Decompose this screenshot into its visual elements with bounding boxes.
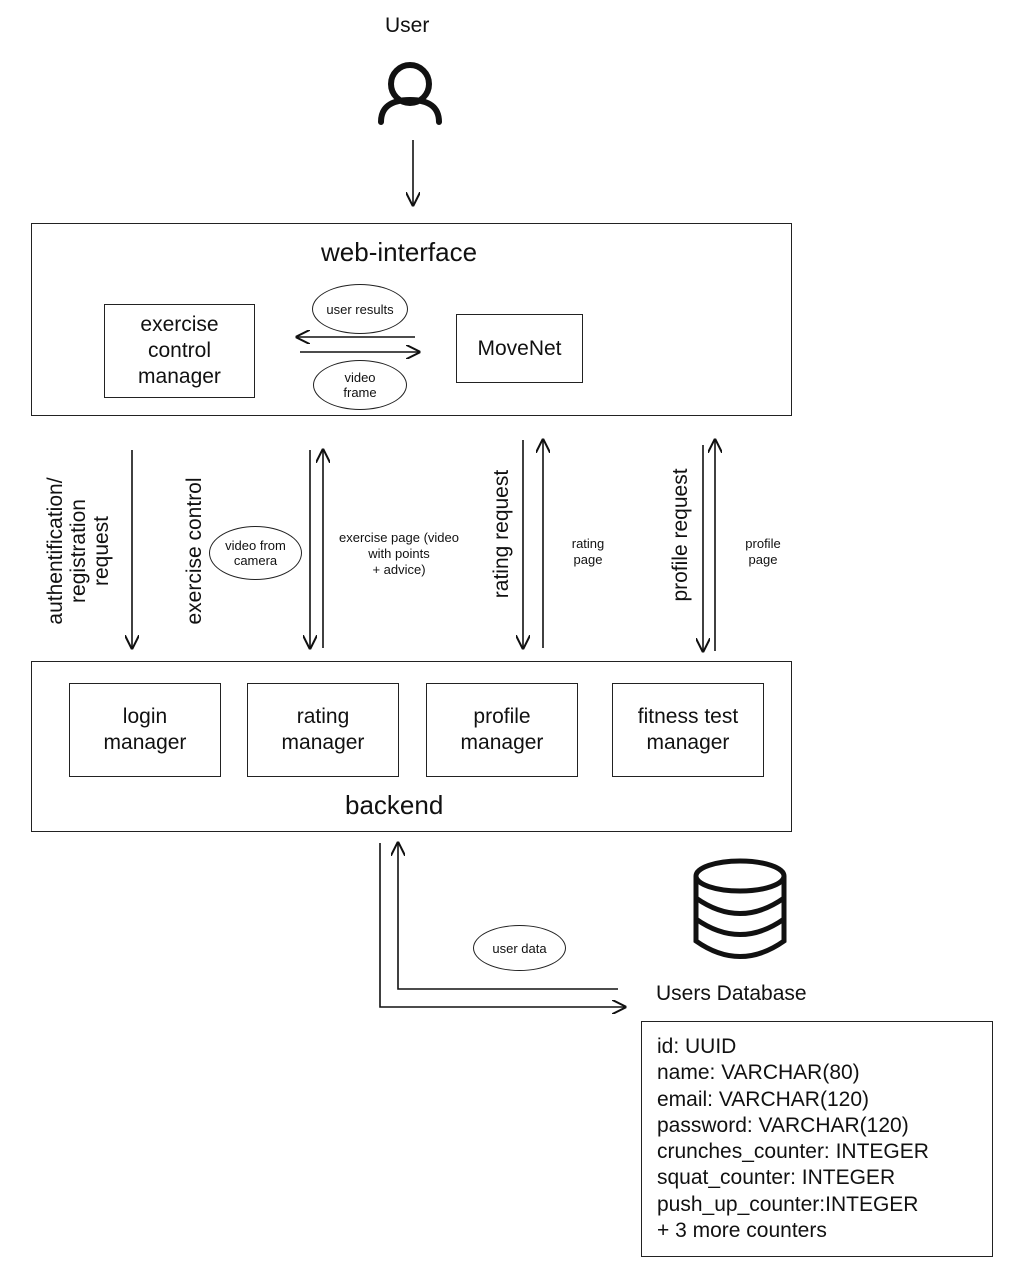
user-icon <box>378 62 442 125</box>
movenet-box: MoveNet <box>456 314 583 383</box>
schema-field: password: VARCHAR(120) <box>657 1113 909 1137</box>
video-frame-bubble: video frame <box>313 360 407 410</box>
schema-field: squat_counter: INTEGER <box>657 1166 896 1190</box>
users-database-schema: id: UUID name: VARCHAR(80) email: VARCHA… <box>641 1021 993 1257</box>
backend-title: backend <box>345 790 444 820</box>
profile-manager-label: profile manager <box>460 705 544 754</box>
user-results-bubble: user results <box>312 284 408 334</box>
exercise-control-label: exercise control <box>183 477 206 625</box>
rating-request-label: rating request <box>490 469 513 599</box>
schema-field: + 3 more counters <box>657 1219 827 1243</box>
users-database-label: Users Database <box>656 982 807 1005</box>
video-from-camera-label: video from camera <box>225 538 286 568</box>
auth-request-label: authentification/ registration request <box>44 477 113 625</box>
video-from-camera-bubble: video from camera <box>209 526 302 580</box>
schema-field: name: VARCHAR(80) <box>657 1061 860 1085</box>
backend-box <box>31 661 792 832</box>
schema-field: id: UUID <box>657 1035 737 1058</box>
rating-page-label: rating page <box>571 536 605 567</box>
fitness-test-manager-box: fitness test manager <box>612 683 764 777</box>
profile-page-label: profile page <box>745 536 781 567</box>
rating-manager-label: rating manager <box>281 705 365 754</box>
arrow-backend-to-db <box>379 843 625 1007</box>
user-results-label: user results <box>326 301 394 317</box>
arrow-db-to-backend <box>398 843 618 990</box>
schema-field: crunches_counter: INTEGER <box>657 1140 929 1164</box>
login-manager-box: login manager <box>69 683 221 777</box>
exercise-control-manager-label: exercise control manager <box>138 313 221 388</box>
profile-request-label: profile request <box>669 468 692 602</box>
movenet-label: MoveNet <box>477 336 562 360</box>
exercise-control-manager-box: exercise control manager <box>104 304 255 398</box>
web-interface-box <box>31 223 792 416</box>
login-manager-label: login manager <box>103 705 187 754</box>
web-interface-title: web-interface <box>321 237 478 267</box>
video-frame-label: video frame <box>343 370 377 400</box>
user-data-bubble: user data <box>473 925 566 971</box>
database-icon <box>693 858 787 959</box>
user-data-label: user data <box>492 940 547 956</box>
profile-manager-box: profile manager <box>426 683 578 777</box>
fitness-test-manager-label: fitness test manager <box>637 705 739 754</box>
schema-field: push_up_counter:INTEGER <box>657 1192 919 1216</box>
user-label: User <box>385 14 430 37</box>
exercise-page-label: exercise page (video with points + advic… <box>339 530 459 577</box>
rating-manager-box: rating manager <box>247 683 399 777</box>
schema-field: email: VARCHAR(120) <box>657 1087 869 1111</box>
